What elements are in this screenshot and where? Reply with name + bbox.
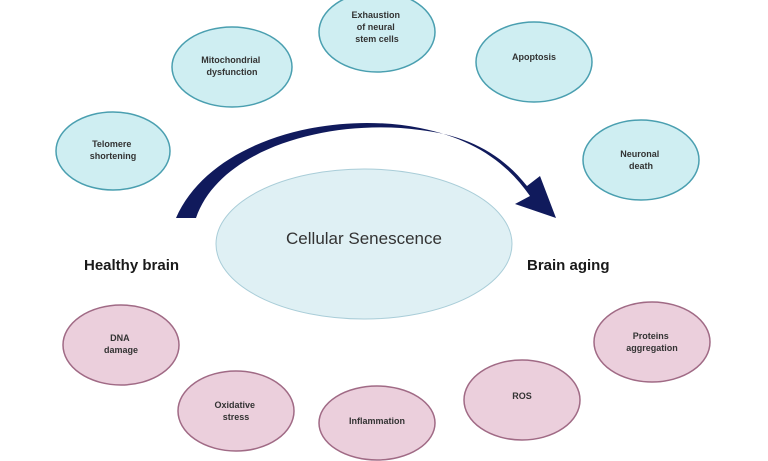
top-node-label: Apoptosis [512,52,556,62]
top-node-neuronal-death: Neuronal death [582,119,700,201]
bottom-node-inflammation: Inflammation [318,385,436,461]
top-node-apoptosis: Apoptosis [475,21,593,103]
top-node-mitochondrial-dysfunction: Mitochondrial dysfunction [171,26,293,108]
bottom-node-label: DNA damage [104,333,138,355]
top-node-telomere-shortening: Telomere shortening [55,111,171,191]
top-node-label: Telomere shortening [90,139,137,161]
bottom-node-label: Oxidative stress [214,400,257,422]
bottom-node-label: Inflammation [349,416,405,426]
top-node-label: Exhaustion of neural stem cells [351,10,402,44]
bottom-node-label: Proteins aggregation [626,331,678,353]
brain-aging-label: Brain aging [527,257,610,274]
bottom-node-proteins-aggregation: Proteins aggregation [593,301,711,383]
cellular-senescence-ellipse [215,168,513,320]
cellular-senescence-label: Cellular Senescence [286,229,442,248]
top-node-label: Neuronal death [620,149,662,171]
bottom-node-ros: ROS [463,359,581,441]
bottom-node-oxidative-stress: Oxidative stress [177,370,295,452]
bottom-node-label: ROS [512,391,532,401]
curved-arrow [176,122,556,218]
bottom-node-dna-damage: DNA damage [62,304,180,386]
healthy-brain-label: Healthy brain [84,257,179,274]
top-node-label: Mitochondrial dysfunction [201,55,263,77]
top-node-exhaustion-neural-stem-cells: Exhaustion of neural stem cells [318,0,436,73]
